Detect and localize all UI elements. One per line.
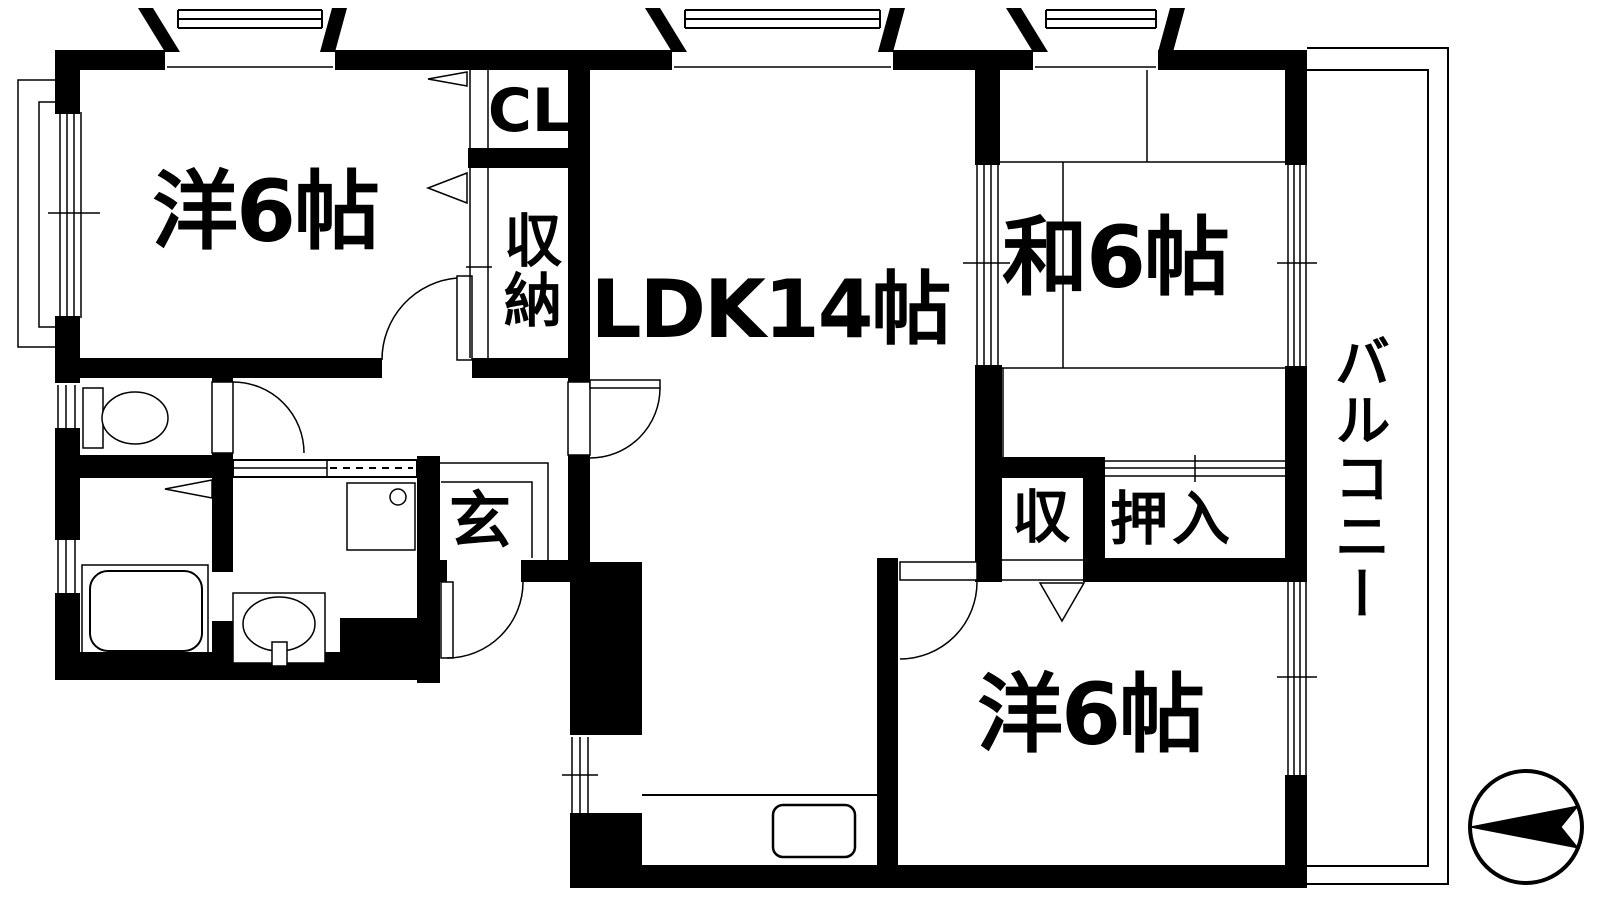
genkan-step bbox=[440, 462, 549, 560]
closet-label-oshiire: 押入 bbox=[1109, 485, 1235, 553]
windows bbox=[48, 112, 1317, 813]
kitchen-counter bbox=[642, 794, 877, 859]
side-bay-outline bbox=[17, 79, 60, 348]
washbasin-fixture bbox=[232, 592, 326, 667]
compass-icon bbox=[1468, 769, 1584, 885]
closet-label-shuno: 収納 bbox=[494, 210, 562, 330]
washing-machine-fixture bbox=[346, 482, 416, 551]
room-label-washitsu: 和6帖 bbox=[1002, 208, 1230, 308]
bay-window-room1 bbox=[138, 8, 347, 68]
toilet-fixture bbox=[82, 387, 169, 449]
closet-label-cl: CL bbox=[487, 76, 571, 146]
tatami-grid bbox=[1000, 70, 1285, 457]
closet-label-shu: 収 bbox=[1011, 483, 1070, 551]
balcony-railing bbox=[1285, 47, 1449, 885]
closet-markers bbox=[164, 68, 1285, 623]
room-label-room2: 洋6帖 bbox=[977, 665, 1205, 765]
doors bbox=[211, 275, 978, 660]
walls bbox=[55, 50, 1307, 888]
bay-window-washitsu bbox=[1006, 8, 1185, 68]
kitchen-sink bbox=[771, 803, 857, 859]
room-label-balcony: バルコニー bbox=[1325, 333, 1390, 623]
room-label-room1: 洋6帖 bbox=[152, 162, 380, 262]
washroom-strip bbox=[232, 459, 418, 478]
room-label-ldk: LDK14帖 bbox=[590, 263, 952, 356]
bay-window-ldk bbox=[645, 8, 905, 68]
room-label-genkan: 玄 bbox=[448, 484, 511, 557]
bathtub-fixture bbox=[81, 564, 209, 658]
